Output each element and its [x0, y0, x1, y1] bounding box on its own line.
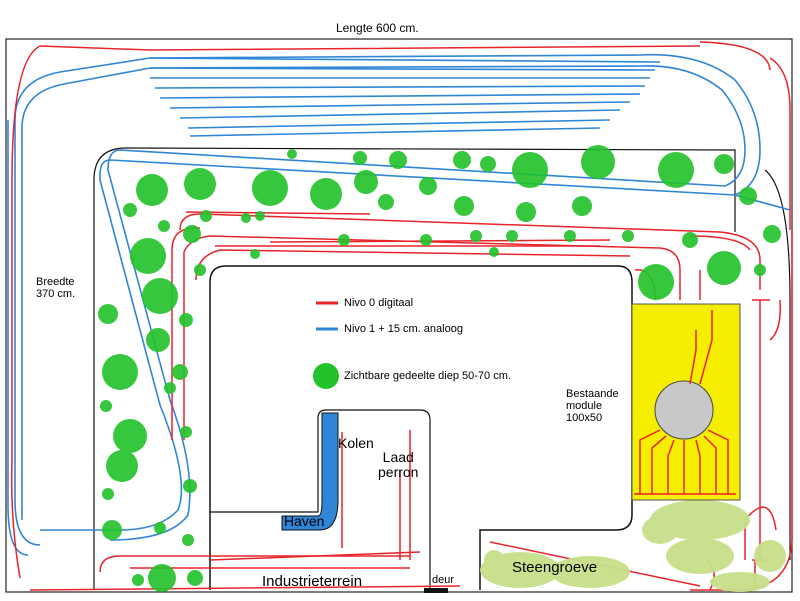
existing-module	[631, 303, 741, 501]
legend-nivo0-label: Nivo 0 digitaal	[344, 297, 414, 309]
quarry-area	[480, 500, 786, 592]
haven-label: Haven	[284, 513, 325, 529]
kolen-label: Kolen	[338, 435, 374, 451]
inner-area-outline	[209, 265, 633, 590]
laadperron-label: Laad perron	[378, 449, 419, 481]
scenery-boundary-right	[764, 169, 791, 560]
door-label: deur	[432, 574, 455, 586]
tree-clusters	[98, 145, 781, 592]
scenery-boundary	[93, 147, 736, 590]
legend-trees-swatch	[313, 363, 339, 389]
industrieterrein-label: Industrieterrein	[262, 573, 363, 590]
legend-nivo1-label: Nivo 1 + 15 cm. analoog	[344, 323, 463, 335]
nivo1-tracks	[7, 53, 791, 556]
legend-trees-label: Zichtbare gedeelte diep 50-70 cm.	[344, 370, 511, 382]
peninsula-outline	[210, 409, 431, 590]
steengroeve-label: Steengroeve	[512, 559, 598, 576]
door-marker	[424, 588, 448, 593]
layout-length-title: Lengte 600 cm.	[336, 21, 419, 35]
haven-water	[281, 412, 339, 531]
existing-module-label: Bestaande module 100x50	[566, 388, 619, 425]
layout-width-label: Breedte 370 cm.	[36, 276, 76, 301]
